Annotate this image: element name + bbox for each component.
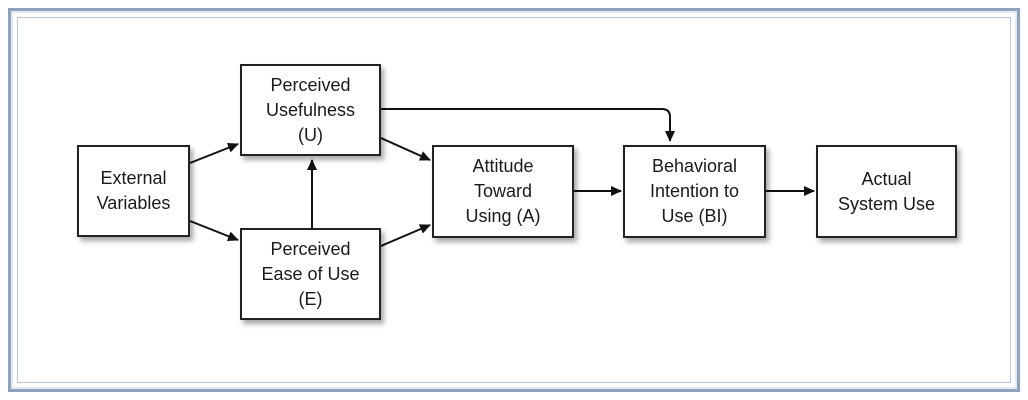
arrow-usefulness-to-intention bbox=[381, 108, 675, 142]
node-perceived-usefulness: Perceived Usefulness (U) bbox=[240, 64, 381, 156]
node-attitude-toward-using: Attitude Toward Using (A) bbox=[432, 145, 574, 238]
node-behavioral-intention: Behavioral Intention to Use (BI) bbox=[623, 145, 766, 238]
arrow-external-to-usefulness bbox=[189, 143, 239, 164]
node-perceived-ease-of-use: Perceived Ease of Use (E) bbox=[240, 228, 381, 320]
arrow-usefulness-to-attitude bbox=[380, 137, 431, 161]
node-actual-system-use: Actual System Use bbox=[816, 145, 957, 238]
arrow-external-to-ease bbox=[189, 220, 239, 241]
node-external-variables: External Variables bbox=[77, 145, 190, 237]
diagram-inner-border bbox=[17, 17, 1011, 383]
arrow-ease-to-attitude bbox=[380, 224, 431, 247]
